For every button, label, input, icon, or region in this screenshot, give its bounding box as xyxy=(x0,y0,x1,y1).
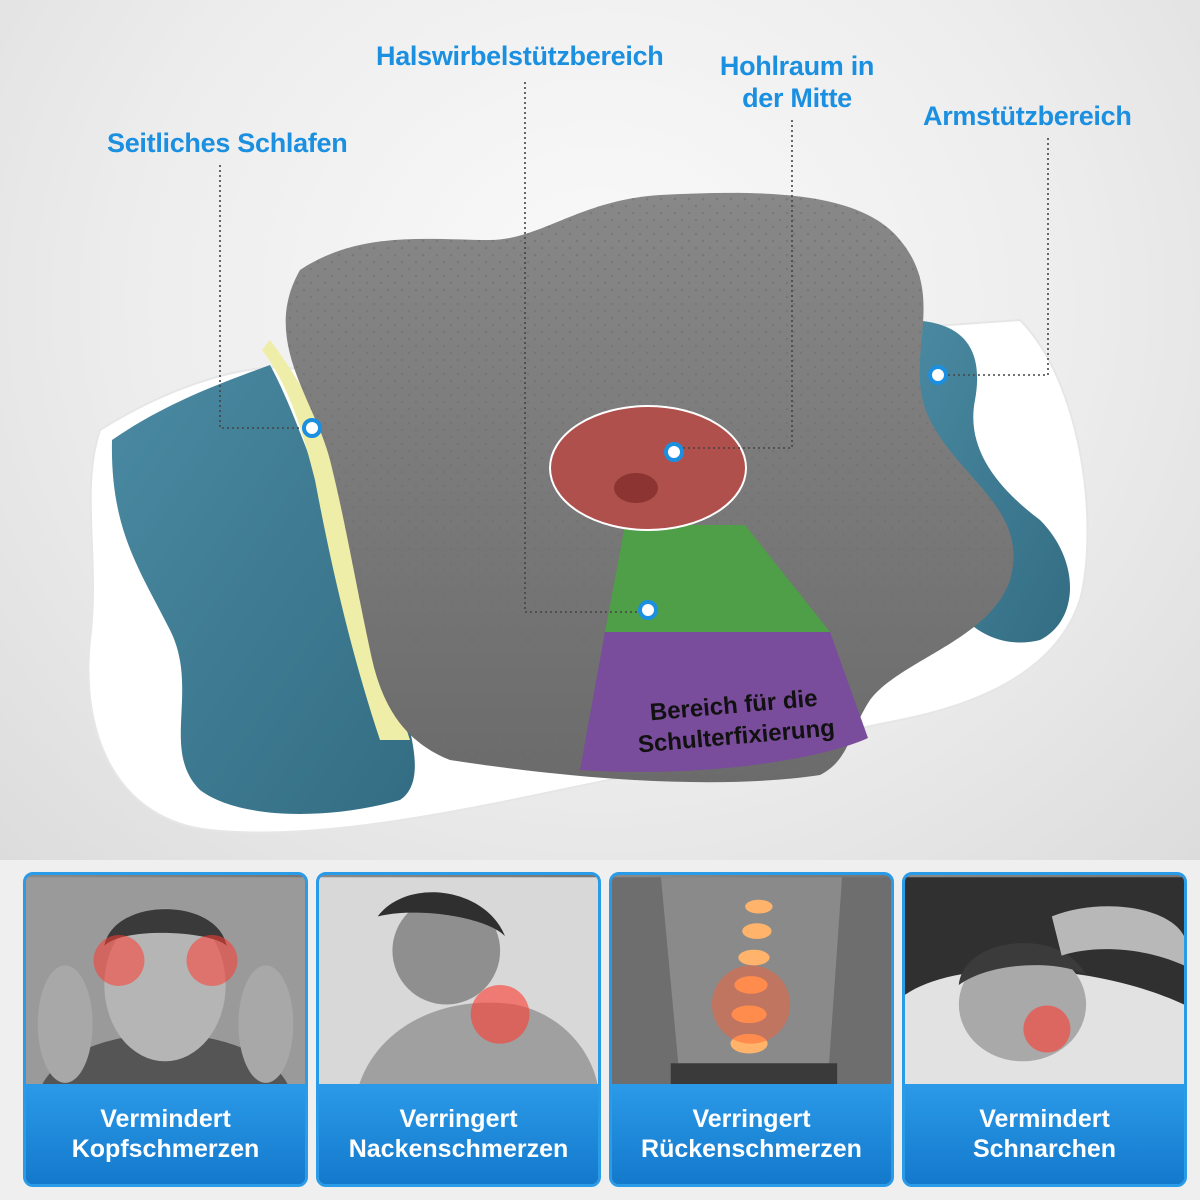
callout-cavity-line2: der Mitte xyxy=(742,83,852,113)
callout-cavity-line1: Hohlraum in xyxy=(719,51,875,81)
benefit-line2: Kopfschmerzen xyxy=(71,1135,260,1163)
benefit-line1: Vermindert xyxy=(979,1105,1110,1133)
shoulder-zone xyxy=(580,632,868,772)
benefit-line2: Schnarchen xyxy=(972,1135,1117,1163)
benefit-caption: Vermindert Kopfschmerzen xyxy=(26,1084,305,1184)
benefit-line2: Rückenschmerzen xyxy=(641,1135,862,1163)
benefit-caption: Verringert Rückenschmerzen xyxy=(612,1084,891,1184)
benefit-line2: Nackenschmerzen xyxy=(348,1135,569,1163)
cavity-zone xyxy=(549,405,747,531)
snoring-photo xyxy=(905,877,1184,1088)
neck-dot xyxy=(638,600,658,620)
callout-cavity: Hohlraum in der Mitte xyxy=(712,50,882,114)
benefit-line1: Verringert xyxy=(692,1105,811,1133)
pillow-illustration xyxy=(87,82,1089,834)
neck-pain-photo xyxy=(319,877,598,1088)
left-wing xyxy=(111,365,415,814)
headache-photo xyxy=(26,877,305,1090)
callout-neck-support: Halswirbelstützbereich xyxy=(376,41,664,71)
benefit-panel-back: Verringert Rückenschmerzen xyxy=(609,872,894,1187)
benefit-line1: Vermindert xyxy=(100,1105,231,1133)
callout-arm-support: Armstützbereich xyxy=(923,101,1132,131)
benefit-panel-neck: Verringert Nackenschmerzen xyxy=(316,872,601,1187)
arm-dot xyxy=(928,365,948,385)
cavity-dot xyxy=(664,442,684,462)
benefit-caption: Verringert Nackenschmerzen xyxy=(319,1084,598,1184)
back-pain-photo xyxy=(612,877,891,1088)
neck-zone xyxy=(605,525,830,632)
benefit-panel-headache: Vermindert Kopfschmerzen xyxy=(23,872,308,1187)
benefit-line1: Verringert xyxy=(399,1105,518,1133)
benefit-caption: Vermindert Schnarchen xyxy=(905,1084,1184,1184)
side-sleep-dot xyxy=(302,418,322,438)
callout-side-sleep: Seitliches Schlafen xyxy=(107,128,348,158)
benefit-panel-snoring: Vermindert Schnarchen xyxy=(902,872,1187,1187)
